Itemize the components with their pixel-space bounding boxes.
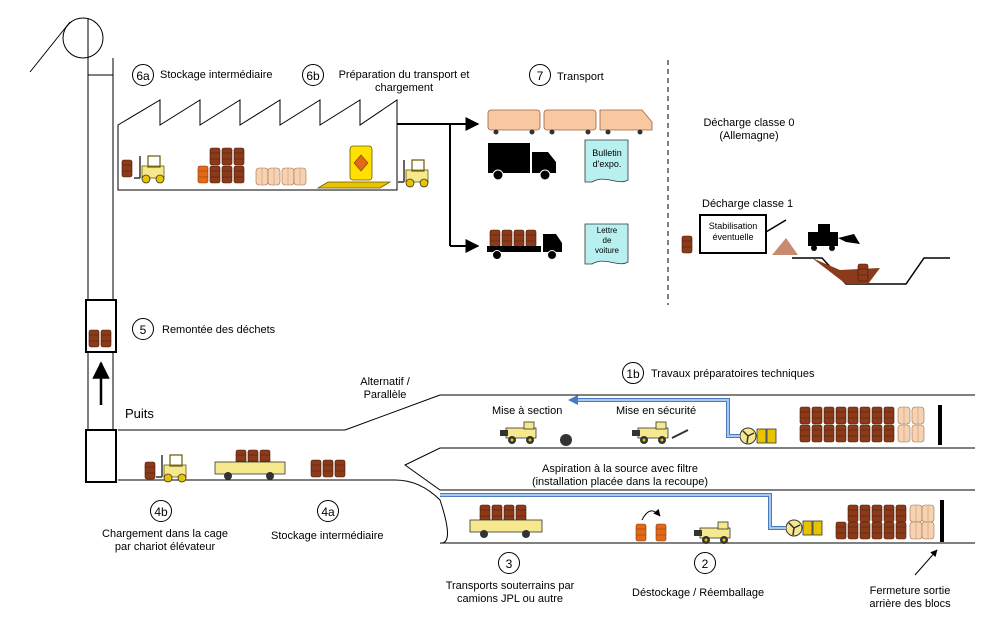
- step-1b-badge: 1b: [622, 362, 644, 384]
- step-4b-label: Chargement dans la cage par chariot élév…: [100, 528, 230, 554]
- aspiration-line1: Aspiration à la source avec filtre: [542, 463, 698, 475]
- hazard-drum-icon: [316, 145, 392, 189]
- step-7-label: Transport: [557, 71, 604, 83]
- aspiration-line2: (installation placée dans la recoupe): [531, 476, 709, 488]
- step-6b-line1: Préparation du transport et: [338, 69, 470, 81]
- lettre-text: Lettre de voiture: [587, 226, 627, 256]
- forklift-icon: [133, 155, 165, 184]
- step-1b-label: Travaux préparatoires techniques: [651, 368, 815, 380]
- decharge-classe-1: Décharge classe 1: [702, 198, 794, 210]
- step-6a-label: Stockage intermédiaire: [160, 69, 273, 81]
- step-4a-label: Stockage intermédiaire: [271, 530, 384, 542]
- decharge0-line2: (Allemagne): [719, 130, 779, 142]
- upper-closure-wall: [938, 405, 942, 445]
- repack-barrels: [635, 508, 667, 542]
- ventilation-fan-icon-2: [785, 519, 823, 537]
- upper-ventilation-duct: [568, 395, 740, 438]
- step-7-badge: 7: [529, 64, 551, 86]
- stab-line1: Stabilisation: [708, 221, 758, 231]
- surface-building: [117, 99, 398, 191]
- step-6b-line2: chargement: [374, 82, 434, 94]
- alternatif-label: Alternatif / Parallèle: [350, 376, 420, 402]
- upper-waste-stack: [799, 406, 925, 443]
- train-icon: [487, 109, 653, 135]
- barrel-stack: [197, 147, 245, 184]
- decharge0-line1: Décharge classe 0: [703, 117, 795, 129]
- stabilisation-box: [699, 214, 767, 254]
- fermeture-label: Fermeture sortie arrière des blocs: [855, 585, 965, 611]
- fermeture-line1: Fermeture sortie: [869, 585, 951, 597]
- step-4b-line1: Chargement dans la cage: [102, 528, 228, 540]
- step-4b-line2: par chariot élévateur: [114, 541, 216, 553]
- document-icon-lettre: [584, 223, 629, 265]
- alternatif-line1: Alternatif /: [360, 376, 410, 388]
- excavator-icon: [808, 224, 860, 251]
- bulletin-text: Bulletin d'expo.: [587, 148, 627, 170]
- mise-securite-label: Mise en sécurité: [616, 405, 697, 417]
- barrel-truck-icon: [487, 229, 562, 260]
- forklift-icon-2: [397, 159, 429, 188]
- step-6a-badge: 6a: [132, 64, 154, 86]
- stab-line2: éventuelle: [712, 232, 754, 242]
- shaft-barrels-4a: [310, 459, 346, 478]
- transport-arrows: [397, 117, 480, 253]
- alternatif-line2: Parallèle: [363, 389, 407, 401]
- decharge-classe-0: Décharge classe 0 (Allemagne): [694, 117, 804, 143]
- landfill-pit: [792, 257, 950, 285]
- loader-mise-section: [499, 421, 572, 446]
- hoist-pulley-icon: [29, 17, 114, 480]
- fermeture-line2: arrière des blocs: [869, 598, 951, 610]
- lower-waste-stack: [835, 504, 935, 540]
- document-icon-bulletin: [584, 139, 629, 183]
- step-5-label: Remontée des déchets: [162, 324, 276, 336]
- step-4b-badge: 4b: [150, 500, 172, 522]
- loader-mise-securite: [631, 421, 689, 445]
- truck-icon: [488, 143, 556, 181]
- lettre-line1: Lettre: [596, 226, 618, 235]
- step-3-line2: camions JPL ou autre: [457, 593, 563, 605]
- cage-lower: [85, 429, 117, 483]
- step-3-line1: Transports souterrains par: [445, 580, 575, 592]
- step-5-badge: 5: [132, 318, 154, 340]
- step-6b-label: Préparation du transport et chargement: [330, 69, 478, 95]
- step-6b-badge: 6b: [302, 64, 324, 86]
- destockage-loader: [693, 521, 731, 545]
- mise-section-label: Mise à section: [492, 405, 563, 417]
- jpl-truck: [469, 504, 543, 538]
- lettre-line3: voiture: [594, 246, 619, 255]
- step-3-label: Transports souterrains par camions JPL o…: [440, 580, 580, 606]
- step-4a-badge: 4a: [317, 500, 339, 522]
- aspiration-label: Aspiration à la source avec filtre (inst…: [500, 463, 740, 489]
- ventilation-fan-icon: [739, 427, 777, 445]
- lettre-line2: de: [602, 236, 612, 245]
- lower-closure-wall: [940, 500, 944, 542]
- step-3-badge: 3: [498, 552, 520, 574]
- step-2-label: Déstockage / Réemballage: [632, 587, 765, 599]
- stabilisation-text: Stabilisation éventuelle: [701, 221, 765, 243]
- fermeture-arrow: [914, 549, 938, 576]
- shaft-jpl-truck: [214, 449, 286, 480]
- step-2-badge: 2: [694, 552, 716, 574]
- cage-upper: [85, 299, 117, 353]
- lower-ventilation-duct: [440, 493, 786, 530]
- bulletin-line1: Bulletin: [592, 148, 622, 158]
- bigbag-icon: [255, 167, 307, 186]
- puits-label: Puits: [125, 406, 154, 421]
- forklift-icon-3: [155, 454, 187, 483]
- bulletin-line2: d'expo.: [592, 159, 622, 169]
